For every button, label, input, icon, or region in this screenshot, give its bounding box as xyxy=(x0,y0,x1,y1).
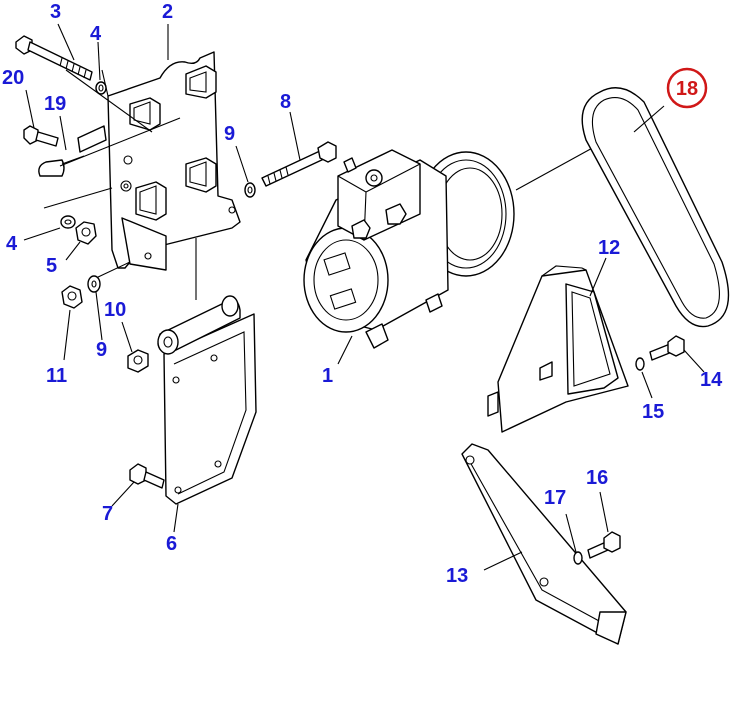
guide-lines-left xyxy=(43,69,197,300)
nut-part-11 xyxy=(61,285,83,309)
washer-part-17 xyxy=(573,551,583,565)
bracket-part-13 xyxy=(461,443,627,645)
washer-part-4-top xyxy=(95,81,107,95)
callout-5: 5 xyxy=(46,255,57,277)
belt-leader-line xyxy=(515,145,597,191)
callout-8: 8 xyxy=(280,91,291,113)
washer-part-15 xyxy=(635,357,645,371)
callout-10: 10 xyxy=(104,299,126,321)
callout-3: 3 xyxy=(50,1,61,23)
bolt-part-14 xyxy=(649,335,685,361)
callout-18: 18 xyxy=(676,78,698,100)
bolt-part-16 xyxy=(587,531,621,559)
callout-9-left: 9 xyxy=(96,339,107,361)
callout-14: 14 xyxy=(700,369,723,391)
callout-2: 2 xyxy=(162,1,173,23)
nut-part-10 xyxy=(127,349,149,373)
bracket-plate-part-2 xyxy=(38,51,241,271)
callout-leaders xyxy=(23,23,705,571)
highlight-ring xyxy=(666,67,708,109)
callout-4-top: 4 xyxy=(90,23,102,45)
callout-7: 7 xyxy=(102,503,113,525)
washer-part-4-left xyxy=(60,215,76,229)
callout-16: 16 xyxy=(586,467,608,489)
bracket-part-6 xyxy=(157,295,257,505)
callout-11: 11 xyxy=(46,365,67,387)
compressor-part-1 xyxy=(303,149,515,349)
callout-18-highlight[interactable]: 18 xyxy=(666,67,708,109)
callout-19: 19 xyxy=(44,93,66,115)
callout-4-left: 4 xyxy=(6,233,18,255)
bolt-part-8 xyxy=(261,141,337,187)
bolt-part-3 xyxy=(15,35,93,81)
callout-13: 13 xyxy=(446,565,468,587)
bolt-part-7 xyxy=(129,463,165,489)
callout-17: 17 xyxy=(544,487,566,509)
bolt-part-20 xyxy=(23,125,59,147)
v-belt-part-18 xyxy=(581,87,730,328)
callout-15: 15 xyxy=(642,401,664,423)
callout-12: 12 xyxy=(598,237,620,259)
washer-part-9-left xyxy=(87,275,101,293)
nut-part-5 xyxy=(75,221,97,245)
callout-6: 6 xyxy=(166,533,177,555)
bracket-part-12 xyxy=(487,265,629,433)
callout-1: 1 xyxy=(322,365,333,387)
washer-part-9-right xyxy=(244,182,256,198)
callout-20: 20 xyxy=(2,67,24,89)
callout-9-right: 9 xyxy=(224,123,235,145)
